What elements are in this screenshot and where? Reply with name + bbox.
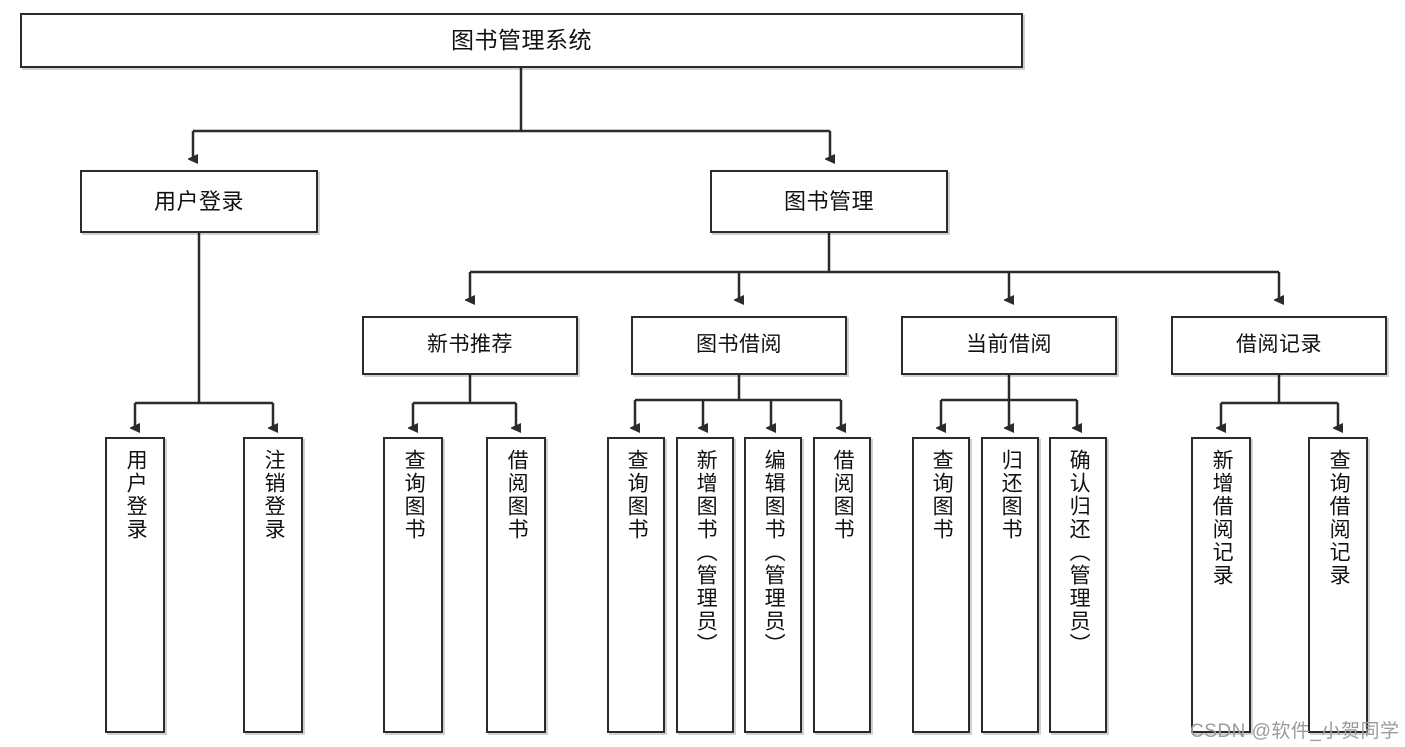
leaf-records-query-record[interactable]: 查询借阅记录 <box>1308 437 1368 733</box>
node-label: 编辑图书（管理员） <box>762 449 786 656</box>
leaf-borrow-query-books[interactable]: 查询图书 <box>607 437 665 733</box>
node-label: 确认归还（管理员） <box>1067 449 1091 656</box>
node-current-borrowing[interactable]: 当前借阅 <box>901 316 1117 375</box>
leaf-records-add-record[interactable]: 新增借阅记录 <box>1191 437 1251 733</box>
leaf-current-return-books[interactable]: 归还图书 <box>981 437 1039 733</box>
leaf-borrow-borrow-books[interactable]: 借阅图书 <box>813 437 871 733</box>
node-label: 新书推荐 <box>427 333 513 357</box>
leaf-new-book-borrow-books[interactable]: 借阅图书 <box>486 437 546 733</box>
leaf-user-login-login[interactable]: 用户登录 <box>105 437 165 733</box>
node-label: 借阅图书 <box>505 449 529 541</box>
node-label: 图书管理 <box>783 188 874 214</box>
node-label: 查询借阅记录 <box>1327 449 1351 587</box>
leaf-borrow-edit-book-admin[interactable]: 编辑图书（管理员） <box>744 437 802 733</box>
node-user-login[interactable]: 用户登录 <box>80 170 318 233</box>
node-borrowing-records[interactable]: 借阅记录 <box>1171 316 1387 375</box>
node-label: 注销登录 <box>262 449 286 541</box>
node-label: 图书借阅 <box>696 333 782 357</box>
leaf-user-login-logout[interactable]: 注销登录 <box>243 437 303 733</box>
node-book-borrowing[interactable]: 图书借阅 <box>631 316 847 375</box>
node-label: 新增借阅记录 <box>1210 449 1234 587</box>
node-label: 查询图书 <box>930 449 954 541</box>
node-label: 用户登录 <box>153 188 244 214</box>
node-new-book-recommendation[interactable]: 新书推荐 <box>362 316 578 375</box>
node-label: 图书管理系统 <box>451 26 592 53</box>
node-label: 归还图书 <box>999 449 1023 541</box>
leaf-borrow-add-book-admin[interactable]: 新增图书（管理员） <box>676 437 734 733</box>
node-label: 当前借阅 <box>966 333 1052 357</box>
node-label: 借阅图书 <box>831 449 855 541</box>
leaf-new-book-query-books[interactable]: 查询图书 <box>383 437 443 733</box>
node-label: 新增图书（管理员） <box>694 449 718 656</box>
node-label: 查询图书 <box>402 449 426 541</box>
node-root-book-management-system[interactable]: 图书管理系统 <box>20 13 1023 68</box>
node-label: 用户登录 <box>124 449 148 541</box>
node-label: 查询图书 <box>625 449 649 541</box>
leaf-current-confirm-return-admin[interactable]: 确认归还（管理员） <box>1049 437 1107 733</box>
csdn-watermark: CSDN @软件_小贺同学 <box>1190 721 1400 742</box>
node-book-management[interactable]: 图书管理 <box>710 170 948 233</box>
node-label: 借阅记录 <box>1236 333 1322 357</box>
leaf-current-query-books[interactable]: 查询图书 <box>912 437 970 733</box>
